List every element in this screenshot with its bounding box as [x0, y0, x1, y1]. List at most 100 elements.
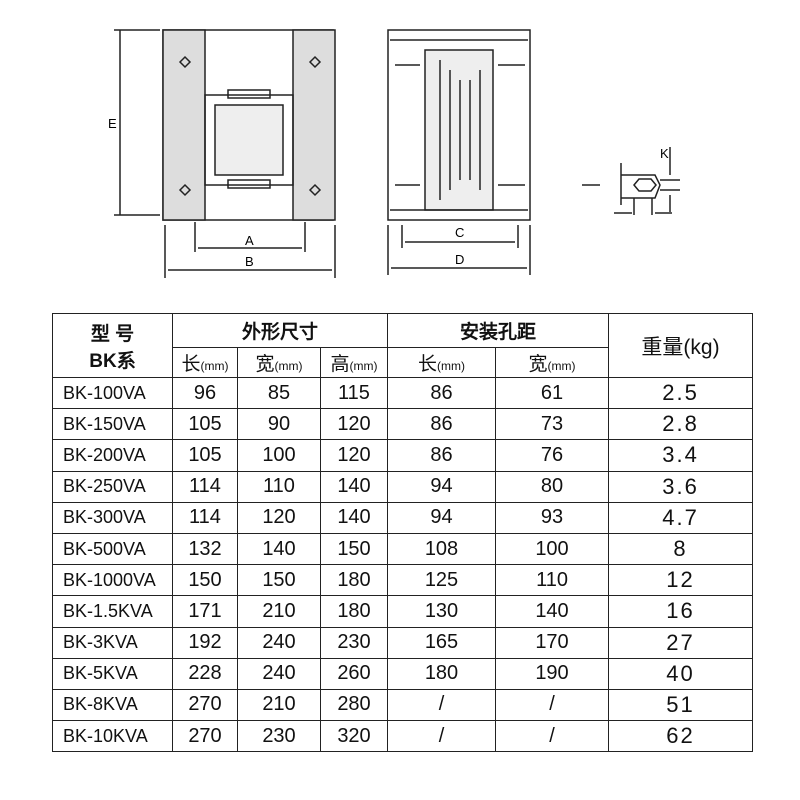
weight-cell: 2.8	[608, 408, 754, 441]
hole-width-cell: 93	[494, 501, 610, 534]
height-cell: 320	[320, 720, 388, 753]
subheader-unit: (mm)	[349, 359, 378, 373]
height-cell: 140	[320, 470, 388, 503]
subheader-cell: 长(mm)	[387, 347, 496, 378]
length-cell: 228	[172, 657, 238, 690]
hole-length-cell: 94	[387, 501, 496, 534]
length-cell: 270	[172, 720, 238, 753]
weight-cell: 40	[608, 657, 754, 690]
height-cell: 120	[320, 408, 388, 441]
width-cell: 85	[237, 376, 321, 410]
height-cell: 260	[320, 657, 388, 690]
subheader-cell: 长(mm)	[172, 347, 238, 378]
outer-dims-header: 外形尺寸	[172, 313, 388, 348]
width-cell: 90	[237, 408, 321, 441]
hole-width-cell: 140	[494, 595, 610, 628]
model-cell: BK-10KVA	[52, 720, 173, 753]
model-cell: BK-500VA	[52, 532, 173, 566]
hole-length-cell: 130	[387, 595, 496, 628]
hole-length-cell: 125	[387, 564, 496, 597]
subheader-label: 长	[181, 354, 201, 375]
dim-label-c: C	[455, 225, 464, 240]
weight-cell: 3.6	[608, 470, 754, 503]
dim-label-b: B	[245, 254, 254, 269]
weight-cell: 27	[608, 626, 754, 659]
model-cell: BK-100VA	[52, 376, 173, 410]
height-cell: 180	[320, 595, 388, 628]
model-cell: BK-300VA	[52, 501, 173, 534]
height-cell: 180	[320, 564, 388, 597]
hole-width-cell: 100	[494, 532, 610, 566]
weight-header: 重量(kg)	[608, 313, 754, 378]
dim-label-k: K	[660, 146, 669, 161]
length-cell: 105	[172, 439, 238, 472]
hole-length-cell: 108	[387, 532, 496, 566]
hole-length-cell: 180	[387, 657, 496, 690]
weight-cell: 8	[608, 532, 754, 566]
hole-length-cell: /	[387, 688, 496, 722]
subheader-cell: 宽(mm)	[494, 347, 610, 378]
subheader-cell: 高(mm)	[320, 347, 388, 378]
weight-cell: 62	[608, 720, 754, 753]
spec-table: 型 号 BK系 外形尺寸 安装孔距 重量(kg) 长(mm)宽(mm)高(mm)…	[52, 313, 754, 753]
model-cell: BK-1.5KVA	[52, 595, 173, 628]
model-cell: BK-5KVA	[52, 657, 173, 690]
hole-width-cell: /	[494, 720, 610, 753]
height-cell: 280	[320, 688, 388, 722]
model-header-line1: 型 号	[90, 323, 135, 345]
length-cell: 270	[172, 688, 238, 722]
subheader-unit: (mm)	[274, 359, 303, 373]
subheader-cell: 宽(mm)	[237, 347, 321, 378]
weight-cell: 2.5	[608, 376, 754, 410]
model-cell: BK-250VA	[52, 470, 173, 503]
length-cell: 96	[172, 376, 238, 410]
weight-cell: 3.4	[608, 439, 754, 472]
length-cell: 114	[172, 470, 238, 503]
hole-length-cell: 86	[387, 376, 496, 410]
width-cell: 110	[237, 470, 321, 503]
subheader-label: 宽	[528, 354, 548, 375]
weight-cell: 4.7	[608, 501, 754, 534]
dim-label-d: D	[455, 252, 464, 267]
width-cell: 100	[237, 439, 321, 472]
hole-width-cell: 110	[494, 564, 610, 597]
model-header-line2: BK系	[89, 350, 136, 372]
length-cell: 114	[172, 501, 238, 534]
length-cell: 150	[172, 564, 238, 597]
height-cell: 230	[320, 626, 388, 659]
model-cell: BK-150VA	[52, 408, 173, 441]
model-cell: BK-200VA	[52, 439, 173, 472]
height-cell: 115	[320, 376, 388, 410]
model-cell: BK-1000VA	[52, 564, 173, 597]
width-cell: 240	[237, 626, 321, 659]
height-cell: 120	[320, 439, 388, 472]
height-cell: 150	[320, 532, 388, 566]
length-cell: 132	[172, 532, 238, 566]
hole-width-cell: 61	[494, 376, 610, 410]
subheader-label: 高	[330, 354, 350, 375]
width-cell: 150	[237, 564, 321, 597]
hole-length-cell: 86	[387, 408, 496, 441]
mount-holes-header: 安装孔距	[386, 313, 610, 348]
hole-length-cell: /	[387, 720, 496, 753]
front-view-diagram	[114, 29, 336, 278]
side-view-diagram	[387, 29, 531, 275]
hole-width-cell: /	[494, 688, 610, 722]
width-cell: 240	[237, 657, 321, 690]
subheader-label: 长	[418, 354, 438, 375]
length-cell: 171	[172, 595, 238, 628]
hole-width-cell: 76	[494, 439, 610, 472]
hole-width-cell: 73	[494, 408, 610, 441]
dim-label-e: E	[108, 116, 117, 131]
width-cell: 230	[237, 720, 321, 753]
